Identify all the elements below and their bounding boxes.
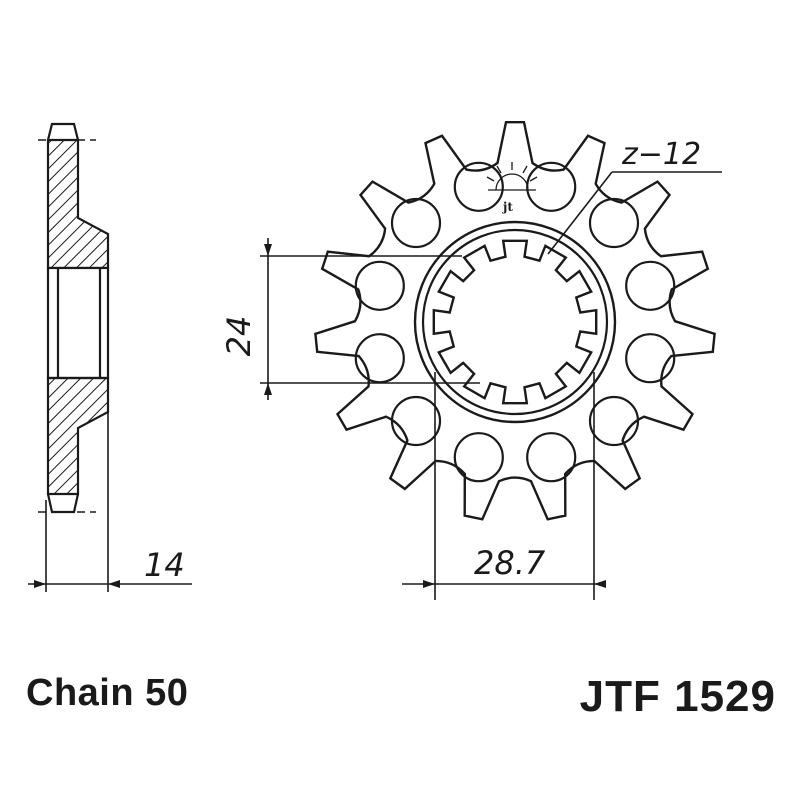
sprocket-outline (314, 121, 716, 521)
hub-outer-ring (413, 220, 617, 424)
lightening-hole (588, 395, 640, 447)
lower-hatched-section (46, 376, 110, 496)
spline-diameter-label: 24 (220, 316, 258, 357)
lightening-hole (390, 395, 442, 447)
lightening-hole (354, 333, 405, 384)
pitch-label: 28.7 (474, 544, 546, 582)
sun-logo-icon (486, 162, 538, 191)
lightening-hole (354, 260, 405, 311)
pitch-dimension (402, 372, 606, 600)
lightening-hole (390, 197, 442, 249)
sprocket-front-view (314, 121, 716, 521)
spline-diameter-dimension (260, 238, 480, 400)
lightening-hole (526, 432, 577, 483)
part-number-label: JTF 1529 (579, 672, 776, 721)
side-profile-view (28, 122, 192, 592)
lightening-hole (453, 432, 504, 483)
lightening-hole (453, 161, 504, 212)
hub-inner-ring (421, 228, 609, 416)
tooth-count-leader (547, 171, 722, 255)
spline-bore (432, 239, 598, 405)
chain-size-label: Chain 50 (26, 672, 189, 714)
lightening-hole (625, 260, 676, 311)
lightening-hole (625, 333, 676, 384)
arrow-head-icon (34, 580, 46, 588)
width-dimension-label: 14 (144, 546, 185, 584)
upper-hatched-section (46, 138, 110, 270)
lightening-hole (588, 197, 640, 249)
tooth-count-label: z−12 (621, 137, 701, 172)
logo-text: jt (502, 200, 513, 214)
